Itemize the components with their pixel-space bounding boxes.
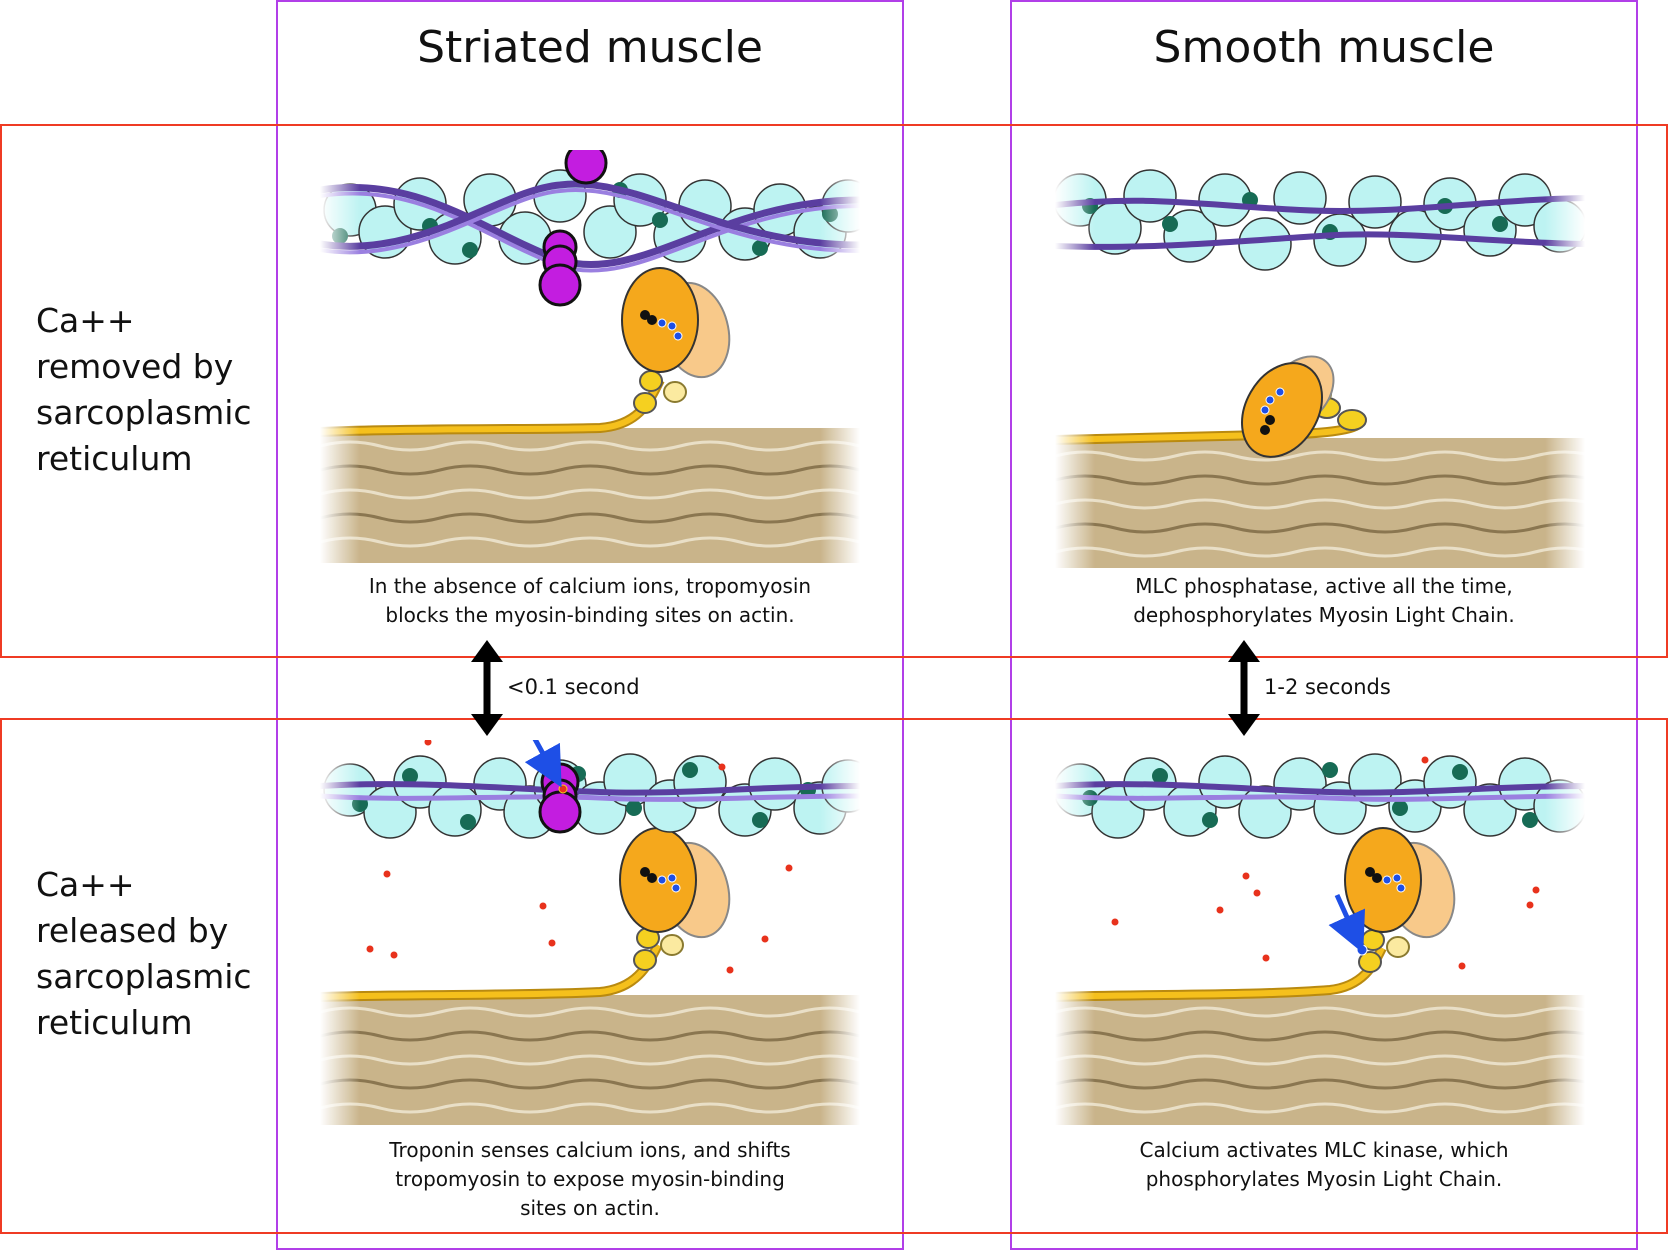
caption-smooth-active: Calcium activates MLC kinase, which phos… [1139,1138,1509,1191]
calcium-ions [366,740,793,974]
smooth-column-frame [1010,0,1638,1250]
striated-muscle-title: Striated muscle [417,22,763,73]
troponin-complex [538,762,582,834]
caption-smooth-relaxed: MLC phosphatase, active all the time, de… [1133,574,1515,627]
striated-transition-time: <0.1 second [507,675,640,699]
myosin-filament [320,995,860,1125]
myosin-filament [1055,995,1585,1125]
smooth-muscle-title: Smooth muscle [1153,22,1495,73]
phosphate-group [1356,944,1368,956]
actin-filament [1055,169,1585,271]
striated-active-illustration [320,740,860,1130]
myosin-filament [1055,438,1585,568]
striated-relaxed-illustration [320,150,860,570]
striated-transition-arrow [471,640,503,736]
smooth-active-illustration [1055,740,1585,1130]
row-label-ca-removed: Ca++ removed by sarcoplasmic reticulum [36,301,252,478]
caption-striated-active: Troponin senses calcium ions, and shifts… [389,1138,791,1220]
striated-column-frame [276,0,904,1250]
active-row-frame [0,718,1668,1234]
caption-striated-relaxed: In the absence of calcium ions, tropomyo… [368,574,812,627]
smooth-transition-time: 1-2 seconds [1264,675,1391,699]
myosin-filament [320,428,860,563]
calcium-ions [1111,756,1540,970]
troponin-complex [538,150,608,307]
phosphorylation-arrow [1328,893,1366,954]
smooth-relaxed-illustration [1055,150,1585,570]
smooth-transition-arrow [1228,640,1260,736]
calcium-binding-arrow [524,740,562,788]
relaxed-row-frame [0,124,1668,658]
row-label-ca-released: Ca++ released by sarcoplasmic reticulum [36,865,252,1042]
